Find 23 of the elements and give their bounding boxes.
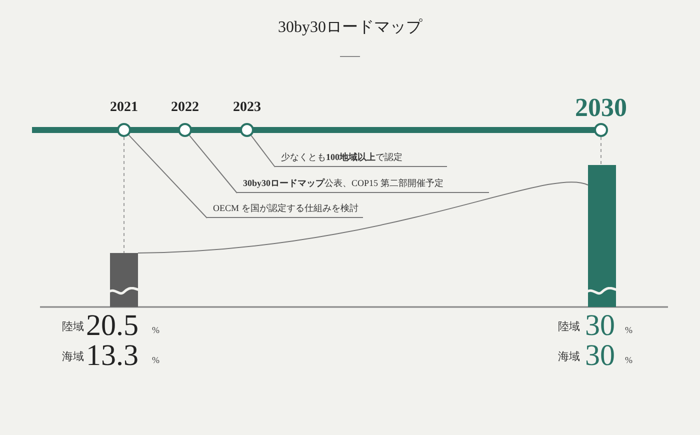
annotation-note: 少なくとも100地域以上で認定 [275, 144, 447, 167]
year-label: 2023 [233, 99, 261, 117]
unit-label: % [625, 324, 632, 337]
unit-label: % [152, 354, 160, 367]
area-label: 陸域 [558, 320, 580, 335]
growth-curve [138, 182, 588, 254]
unit-label: % [625, 354, 632, 367]
year-label: 2030 [575, 92, 627, 124]
area-label: 陸域 [62, 320, 84, 335]
diagram-title: 30by30ロードマップ [277, 18, 424, 38]
leader-line [128, 134, 208, 218]
area-label: 海域 [558, 350, 580, 365]
leader-line [250, 135, 276, 168]
year-label: 2021 [110, 99, 138, 117]
value-bar [588, 165, 616, 307]
unit-label: % [152, 324, 160, 337]
area-label: 海域 [62, 350, 84, 365]
value-bar [110, 253, 138, 307]
leader-line [188, 134, 238, 194]
dashed-guide-line [600, 136, 602, 166]
annotation-note: 30by30ロードマップ公表、COP15 第二部開催予定 [237, 169, 489, 193]
annotation-note: OECM を国が認定する仕組みを検討 [207, 200, 363, 218]
year-label: 2022 [171, 99, 199, 117]
